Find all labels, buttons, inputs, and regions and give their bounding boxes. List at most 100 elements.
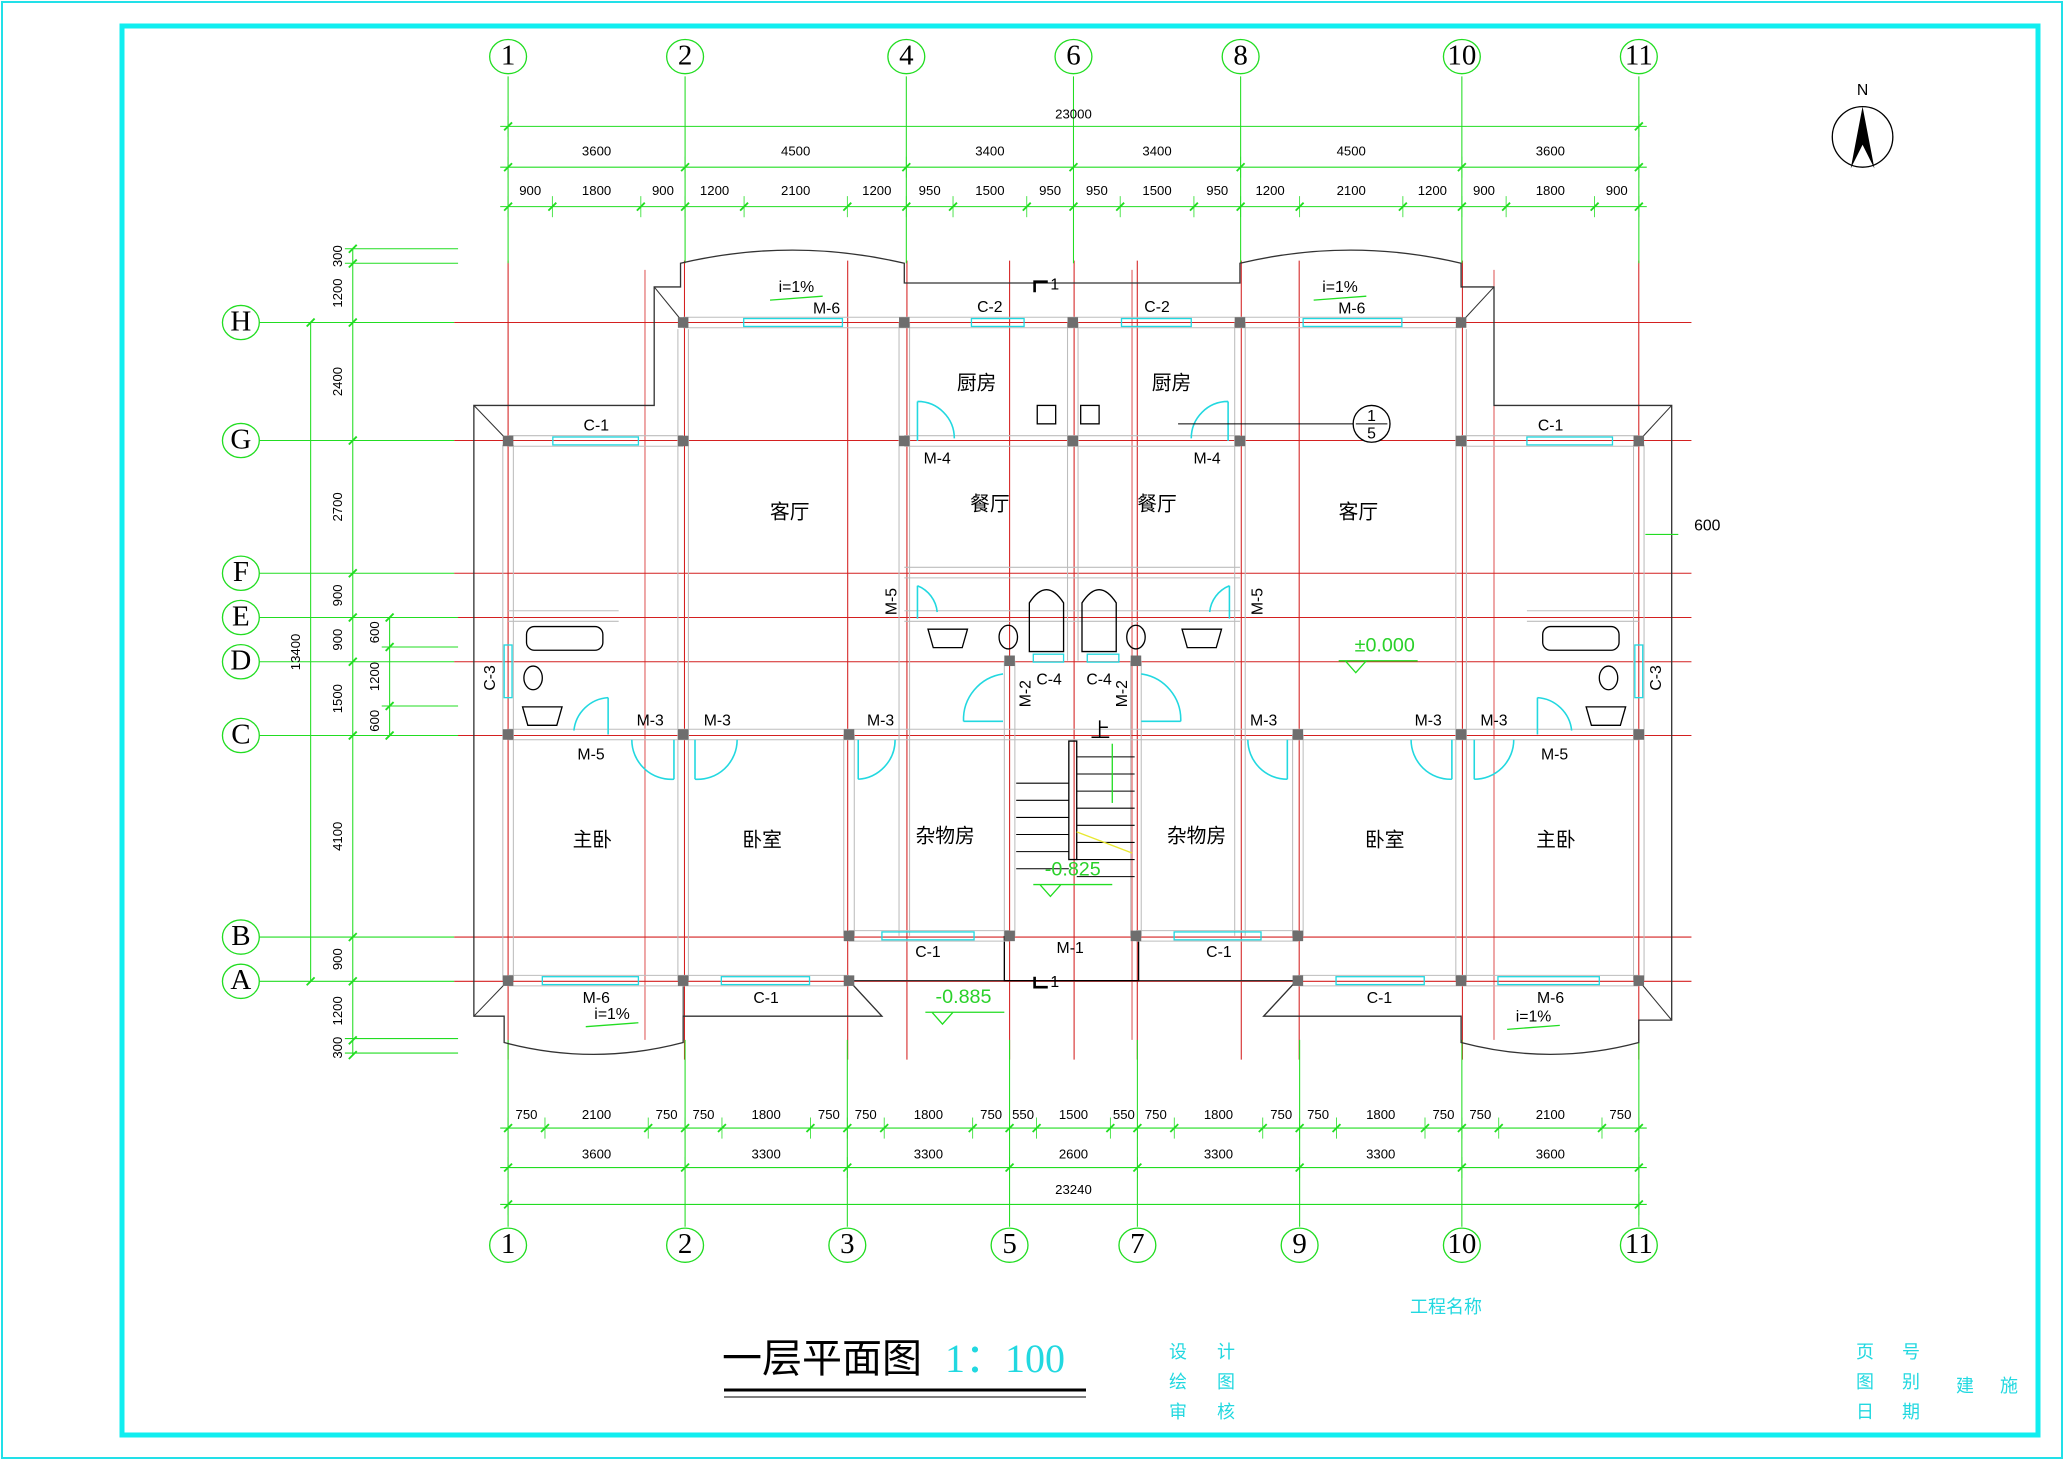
structural-column <box>1455 729 1467 740</box>
window <box>720 976 811 986</box>
bottom-axis-bubble <box>665 1227 705 1263</box>
structural-column <box>1455 975 1467 986</box>
left-detail-dimension-value: 1200 <box>330 996 345 1025</box>
structural-column <box>843 930 855 942</box>
row-axis-bubble <box>221 919 260 955</box>
structural-column <box>1234 317 1246 328</box>
title-block-label: 页 <box>1856 1342 1874 1363</box>
opening-tag: C-2 <box>977 299 1002 316</box>
row-axis-label: E <box>232 600 250 632</box>
opening-tag: C-1 <box>1206 944 1231 961</box>
window <box>1335 976 1425 986</box>
bottom-detail-dimension-value: 1800 <box>1366 1107 1395 1122</box>
left-detail-dimension-tick <box>348 568 358 578</box>
opening-tag: M-3 <box>1480 712 1507 729</box>
top-detail-dimension-value: 900 <box>519 183 541 198</box>
bottom-axis-label: 11 <box>1625 1228 1653 1260</box>
row-axis-bubble <box>221 963 260 1000</box>
row-axis-bubble <box>221 599 260 636</box>
door-swing <box>916 585 938 619</box>
window <box>743 317 844 328</box>
kitchen-sink <box>1080 404 1100 425</box>
door-swing <box>631 739 675 781</box>
room-label: 餐厅 <box>1137 493 1176 516</box>
bottom-axis-label: 1 <box>501 1228 515 1260</box>
opening-tag: C-3 <box>1648 665 1665 691</box>
bottom-detail-dimension-value: 750 <box>1432 1107 1454 1122</box>
slope-arrow <box>1313 295 1367 301</box>
elevation-symbol <box>925 1011 1005 1026</box>
room-label: 杂物房 <box>1167 824 1226 847</box>
left-detail-dimension-value: 300 <box>330 245 345 267</box>
door-swing <box>1208 585 1231 619</box>
roof-edge-line <box>473 980 509 1017</box>
north-label: N <box>1857 82 1868 99</box>
bathtub <box>1028 589 1065 653</box>
room-label: 杂物房 <box>915 824 974 847</box>
left-small-dimension-value: 600 <box>367 621 382 643</box>
top-detail-dimension-value: 900 <box>1473 183 1495 198</box>
room-label: 卧室 <box>742 828 781 851</box>
structural-column <box>1004 930 1015 942</box>
top-axis-label: 11 <box>1625 39 1653 71</box>
window <box>970 317 1025 328</box>
bottom-detail-dimension-value: 550 <box>1113 1107 1135 1122</box>
left-detail-dimension-value: 2400 <box>330 367 345 396</box>
opening-tag: M-6 <box>583 990 610 1007</box>
title-block-label: 图 <box>1856 1372 1874 1393</box>
top-axis-label: 6 <box>1066 39 1080 71</box>
left-detail-dimension-tick <box>348 657 358 667</box>
left-detail-dimension-tick <box>348 976 358 986</box>
top-total-dimension-value: 23000 <box>1055 106 1092 121</box>
window <box>1634 644 1644 699</box>
opening-tag: C-1 <box>1538 417 1563 434</box>
bottom-total-dimension-value: 23240 <box>1055 1182 1092 1197</box>
roof-edge-line <box>1263 980 1297 1017</box>
left-small-dimension-value: 1200 <box>367 662 382 691</box>
left-detail-dimension-value: 300 <box>330 1037 345 1059</box>
bottom-axis-bubble <box>1280 1227 1319 1263</box>
left-detail-dimension-tick <box>348 932 358 942</box>
left-detail-dimension-tick <box>348 612 358 623</box>
opening-tag: C-3 <box>482 665 499 691</box>
top-axis-dimension-value: 3600 <box>1536 143 1565 158</box>
toilet <box>1598 665 1619 691</box>
washbasin <box>1585 706 1627 726</box>
opening-tag: M-4 <box>1193 450 1220 467</box>
bottom-axis-bubble <box>1118 1227 1157 1263</box>
room-label: 厨房 <box>1152 372 1191 395</box>
left-detail-dimension-value: 2700 <box>330 492 345 521</box>
window <box>503 644 513 699</box>
bottom-detail-dimension-value: 750 <box>1609 1107 1631 1122</box>
bottom-detail-dimension-value: 750 <box>818 1107 840 1122</box>
room-label: 客厅 <box>1339 501 1378 524</box>
opening-tag: M-5 <box>1249 588 1266 615</box>
title-block-label: 绘 <box>1169 1372 1187 1393</box>
bottom-axis-label: 2 <box>678 1228 692 1260</box>
top-axis-dimension-value: 4500 <box>1337 143 1366 158</box>
left-detail-dimension-value: 900 <box>330 948 345 970</box>
top-axis-dimension-value: 4500 <box>781 143 810 158</box>
structural-column <box>1292 975 1304 986</box>
bottom-detail-dimension-value: 750 <box>656 1107 678 1122</box>
title-block-label: 号 <box>1902 1342 1920 1363</box>
top-detail-dimension-value: 1500 <box>975 183 1004 198</box>
top-detail-dimension-value: 2100 <box>1337 183 1366 198</box>
door-swing <box>1410 739 1453 781</box>
section-mark <box>1033 976 1048 989</box>
room-label: 主卧 <box>1536 828 1575 851</box>
entrance-canopy <box>1003 935 1140 982</box>
top-axis-bubble <box>1054 38 1093 75</box>
top-axis-label: 10 <box>1447 39 1476 71</box>
opening-tag: M-3 <box>867 712 894 729</box>
top-axis-dimension-value: 3600 <box>582 143 611 158</box>
bottom-axis-dimension-value: 3600 <box>582 1146 611 1161</box>
row-axis-bubble <box>221 555 260 592</box>
left-detail-dimension-tick <box>348 317 358 328</box>
top-detail-dimension-value: 1800 <box>582 183 611 198</box>
side-dimension-label: 600 <box>1694 517 1721 534</box>
door-swing <box>1190 400 1229 441</box>
bottom-axis-bubble <box>1442 1227 1481 1263</box>
title-block-label: 期 <box>1902 1402 1920 1423</box>
left-detail-dimension-tick <box>348 730 358 741</box>
